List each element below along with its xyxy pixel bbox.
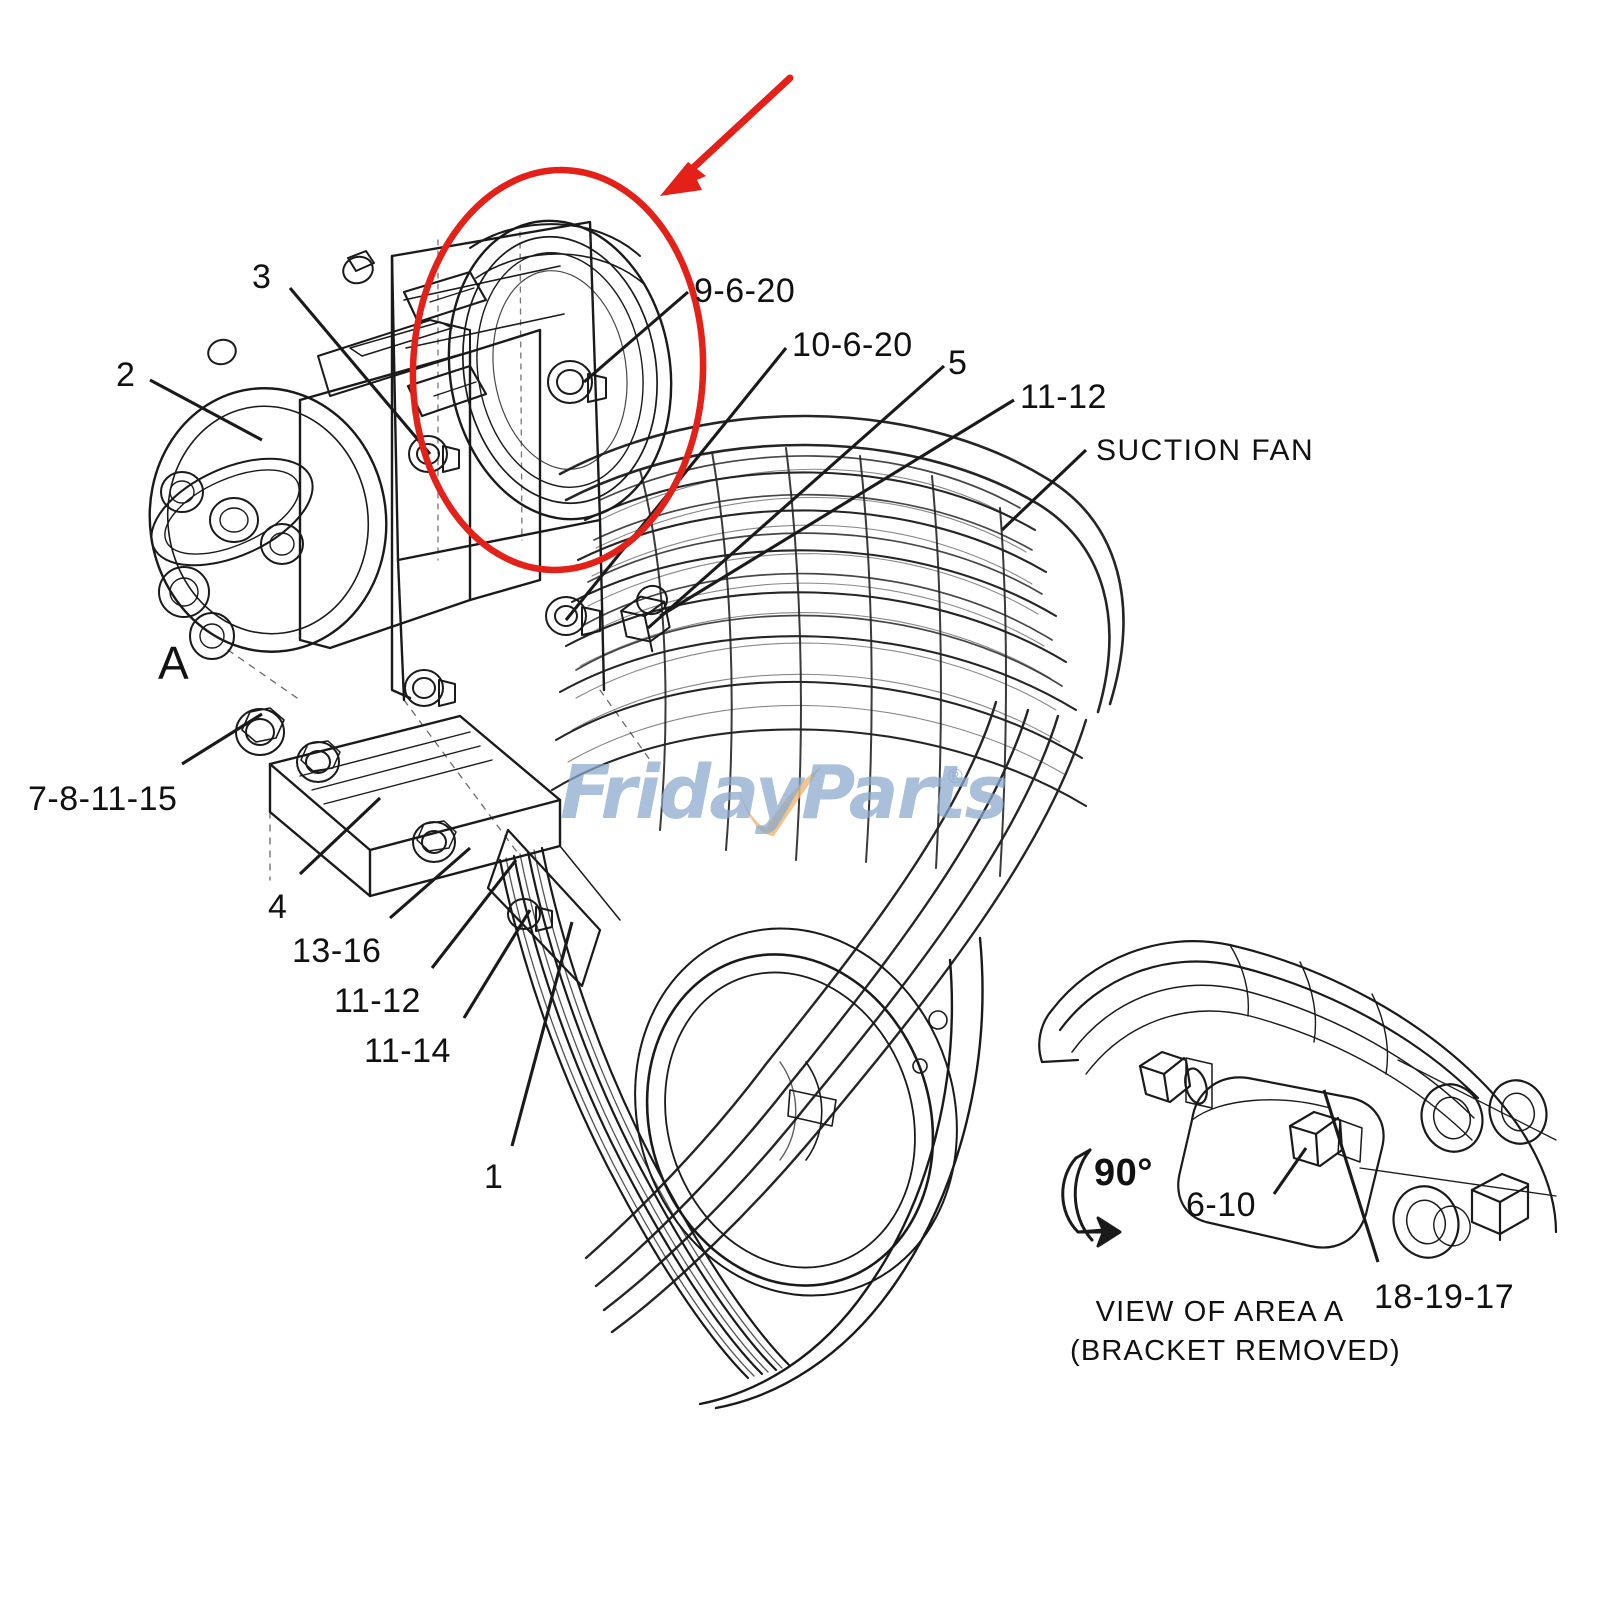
view-label-line2: (BRACKET REMOVED) (1070, 1335, 1401, 1367)
highlight-ellipse (409, 166, 707, 574)
callout-11-14: 11-14 (364, 1032, 451, 1070)
callout-9-6-20: 9-6-20 (694, 272, 796, 310)
callout-suction-fan: SUCTION FAN (1096, 434, 1315, 467)
view-label-line1: VIEW OF AREA A (1095, 1296, 1345, 1328)
callout-5: 5 (948, 344, 968, 382)
callout-3: 3 (252, 258, 272, 296)
highlight-arrow-icon (660, 74, 794, 196)
callout-2: 2 (116, 356, 136, 394)
callout-6-10: 6-10 (1186, 1186, 1257, 1224)
callout-11-12-lower: 11-12 (334, 982, 421, 1020)
callout-11-12-upper: 11-12 (1020, 378, 1107, 416)
callout-7-8-11-15: 7-8-11-15 (28, 780, 178, 818)
callout-90-degrees: 90° (1094, 1152, 1153, 1194)
view-of-area-a-label: VIEW OF AREA A (BRACKET REMOVED) (1070, 1296, 1401, 1368)
callout-10-6-20: 10-6-20 (792, 326, 913, 364)
callout-4: 4 (268, 888, 288, 926)
callout-18-19-17: 18-19-17 (1374, 1278, 1515, 1316)
callout-area-a: A (158, 637, 190, 689)
callout-13-16: 13-16 (292, 932, 382, 970)
callout-1: 1 (484, 1158, 504, 1196)
